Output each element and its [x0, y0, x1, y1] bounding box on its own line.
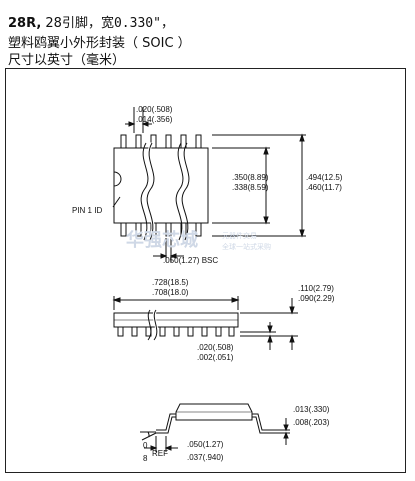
top-view-top-leads [120, 134, 202, 149]
foot-length-min: .037(.940) [187, 453, 224, 462]
header-line-3: 尺寸以英寸（毫米） [8, 53, 126, 68]
lead-thickness-dimension [264, 418, 290, 445]
angle-ref: REF [152, 449, 168, 458]
pitch-dimension [153, 238, 184, 262]
end-view [140, 403, 290, 452]
foot-length-max: .050(1.27) [187, 440, 224, 449]
watermark-sub1: 元器件交易 [222, 231, 257, 240]
body-width-min: .338(8.59) [232, 183, 269, 192]
foot-length-dimension [144, 436, 178, 452]
length-min: .708(18.0) [152, 288, 189, 297]
body-width-max: .350(8.89) [232, 173, 269, 182]
height-dimension [240, 298, 298, 350]
break-line-left [140, 142, 149, 241]
length-max: .728(18.5) [152, 278, 189, 287]
length-dimension [112, 296, 240, 310]
lead-thickness-min: .008(.203) [293, 418, 330, 427]
pitch-label: .050(1.27) BSC [163, 256, 218, 265]
standoff-max: .020(.508) [197, 343, 234, 352]
standoff-dimension [240, 322, 276, 350]
watermark-sub2: 全球一站式采购 [222, 242, 271, 251]
end-right-lead [252, 413, 272, 431]
break-line-left-2 [146, 142, 155, 241]
pin1-notch [113, 171, 122, 187]
side-view [112, 296, 298, 350]
header-width: 0.330" [113, 16, 161, 31]
overall-width-max: .494(12.5) [306, 173, 343, 182]
header-pin-count: 28引脚，宽 [41, 16, 114, 31]
height-max: .110(2.79) [298, 284, 334, 293]
header-line-1: 28R, 28引脚，宽0.330"， [8, 12, 174, 31]
side-break-1 [147, 309, 152, 341]
lead-width-dimension [125, 107, 152, 133]
side-view-leads [117, 327, 235, 337]
pin1-label: PIN 1 ID [72, 206, 102, 215]
angle-dimension [140, 431, 157, 441]
overall-width-min: .460(11.7) [306, 183, 342, 192]
pin1-leader [112, 196, 121, 208]
standoff-min: .002(.051) [197, 353, 234, 362]
side-break-2 [153, 309, 158, 341]
top-view [112, 107, 306, 262]
package-code: 28R, [8, 16, 42, 31]
break-line-right-2 [181, 142, 190, 241]
angle-max: 0 [143, 441, 148, 450]
header-line-2: 塑料鸥翼小外形封装（ SOIC ） [8, 36, 191, 51]
break-line-right [175, 142, 184, 241]
angle-min: 8 [143, 454, 148, 463]
drawing-frame [5, 68, 406, 473]
top-view-body [113, 147, 209, 224]
end-left-lead [156, 413, 176, 431]
overall-width-dimension [212, 133, 306, 238]
lead-width-max: .020(.508) [136, 105, 173, 114]
lead-width-min: .014(.356) [136, 115, 173, 124]
header-comma: ， [160, 16, 174, 31]
height-min: .090(2.29) [298, 294, 335, 303]
watermark: 华强芯城 元器件交易 全球一站式采购 [126, 229, 271, 251]
body-width-dimension [212, 146, 270, 225]
lead-thickness-max: .013(.330) [293, 405, 330, 414]
watermark-main: 华强芯城 [126, 229, 198, 251]
